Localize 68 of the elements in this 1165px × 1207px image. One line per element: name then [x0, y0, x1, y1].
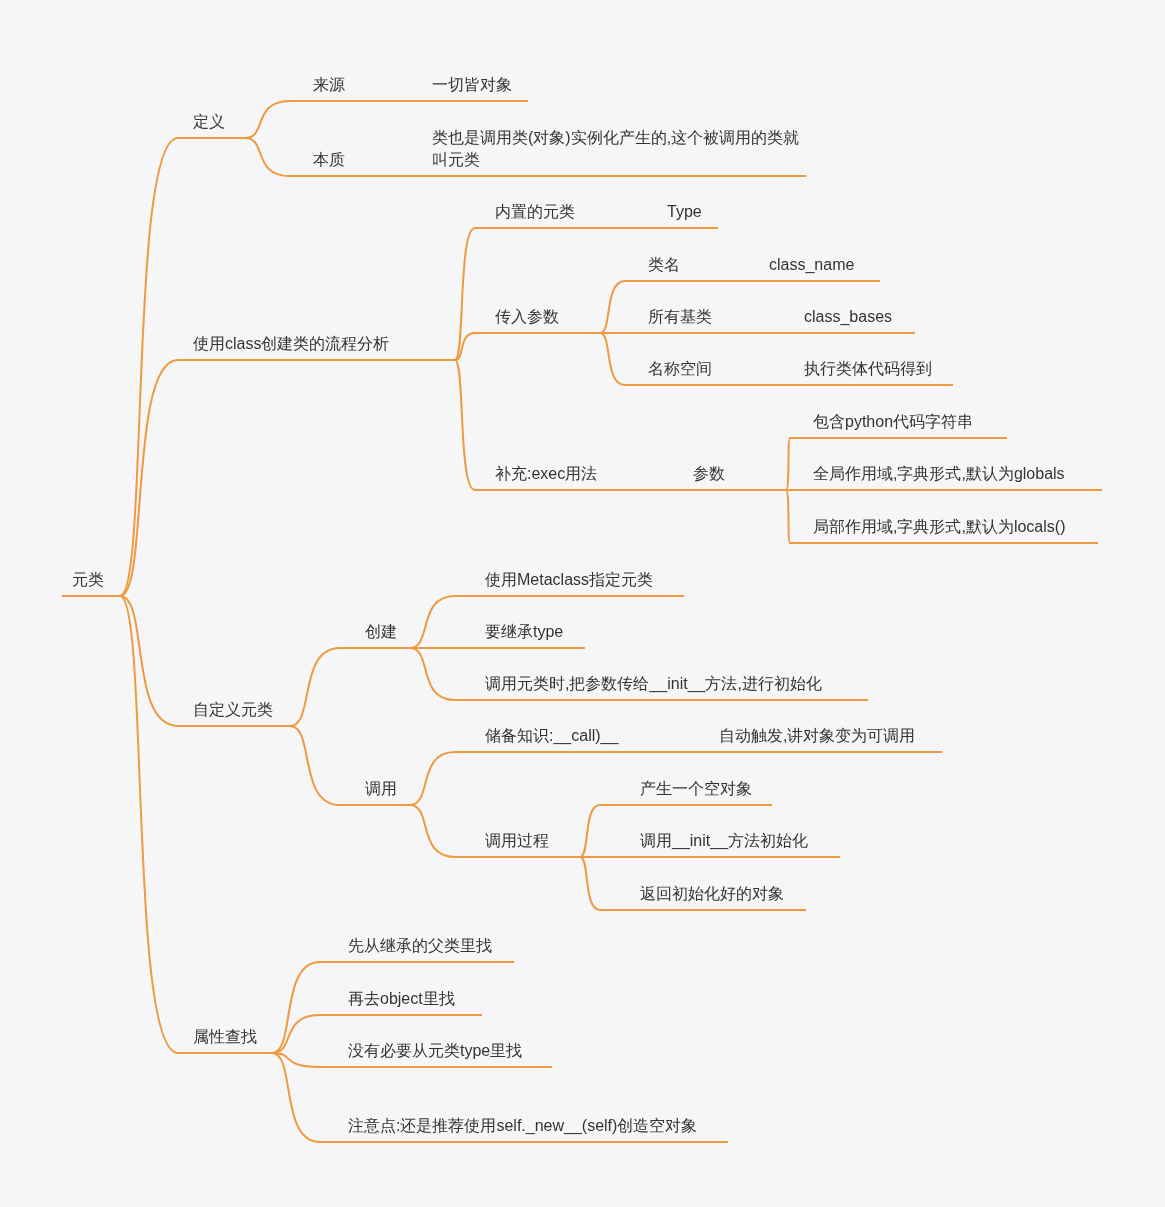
- topic: 再去object里找: [320, 986, 482, 1016]
- topic: 使用class创建类的流程分析: [178, 331, 455, 361]
- topic: 定义: [178, 109, 245, 139]
- topic: 补充:exec用法: [475, 461, 676, 491]
- topic: 所有基类: [625, 304, 786, 334]
- branch-line: [640, 227, 646, 229]
- topic: 名称空间: [625, 356, 786, 386]
- branch-line: [785, 489, 791, 544]
- topic: 没有必要从元类type里找: [320, 1038, 552, 1068]
- branch-line: [454, 227, 476, 361]
- topic: 调用元类时,把参数传给__init__方法,进行初始化: [455, 671, 868, 701]
- branch-line: [785, 332, 791, 334]
- topic: 内置的元类: [475, 199, 641, 229]
- topic: 自定义元类: [178, 697, 290, 727]
- branch-line: [119, 137, 179, 597]
- topic: 局部作用域,字典形式,默认为locals(): [790, 514, 1098, 544]
- branch-line: [421, 175, 427, 177]
- topic: 使用Metaclass指定元类: [455, 567, 684, 597]
- topic: 储备知识:__call)__: [455, 723, 697, 753]
- branch-line: [454, 359, 476, 491]
- branch-line: [244, 137, 291, 177]
- branch-line: [599, 332, 626, 334]
- topic: 调用__init__方法初始化: [600, 828, 840, 858]
- branch-line: [421, 100, 427, 102]
- topic: 一切皆对象: [426, 72, 528, 102]
- topic: class_name: [755, 252, 880, 282]
- topic: 本质: [290, 147, 422, 177]
- topic: 产生一个空对象: [600, 776, 772, 806]
- topic: 属性查找: [178, 1024, 272, 1054]
- topic: 传入参数: [475, 304, 600, 334]
- branch-line: [785, 437, 791, 491]
- topic: 全局作用域,字典形式,默认为globals: [790, 461, 1102, 491]
- topic: 返回初始化好的对象: [600, 881, 806, 911]
- topic: 元类: [62, 567, 120, 597]
- topic: 包含python代码字符串: [790, 409, 1007, 439]
- branch-line: [271, 961, 321, 1054]
- branch-line: [119, 359, 179, 597]
- branch-line: [271, 1052, 321, 1143]
- branch-line: [785, 384, 791, 386]
- topic: 执行类体代码得到: [790, 356, 953, 386]
- topic: class_bases: [790, 304, 915, 334]
- branch-line: [579, 856, 601, 911]
- topic: 调用: [340, 776, 410, 806]
- branch-line: [289, 725, 341, 806]
- branch-line: [696, 751, 702, 753]
- topic: 要继承type: [455, 619, 585, 649]
- topic: 注意点:还是推荐使用self._new__(self)创造空对象: [320, 1087, 728, 1143]
- branch-line: [750, 280, 756, 282]
- branch-line: [409, 647, 456, 701]
- topic: 参数: [680, 461, 786, 491]
- topic: 自动触发,讲对象变为可调用: [701, 723, 942, 753]
- branch-line: [599, 332, 626, 386]
- branch-line: [579, 856, 601, 858]
- topic: Type: [645, 199, 718, 229]
- branch-line: [409, 804, 456, 858]
- branch-line: [119, 595, 179, 1054]
- branch-line: [675, 489, 681, 491]
- branch-line: [579, 804, 601, 858]
- topic: 类也是调用类(对象)实例化产生的,这个被调用的类就叫元类: [426, 121, 806, 177]
- topic: 类名: [625, 252, 751, 282]
- branch-line: [599, 280, 626, 334]
- topic: 先从继承的父类里找: [320, 933, 514, 963]
- branch-line: [785, 489, 791, 491]
- topic: 来源: [290, 72, 422, 102]
- topic: 创建: [340, 619, 410, 649]
- topic: 调用过程: [455, 828, 580, 858]
- branch-line: [454, 332, 476, 361]
- branch-line: [119, 595, 179, 727]
